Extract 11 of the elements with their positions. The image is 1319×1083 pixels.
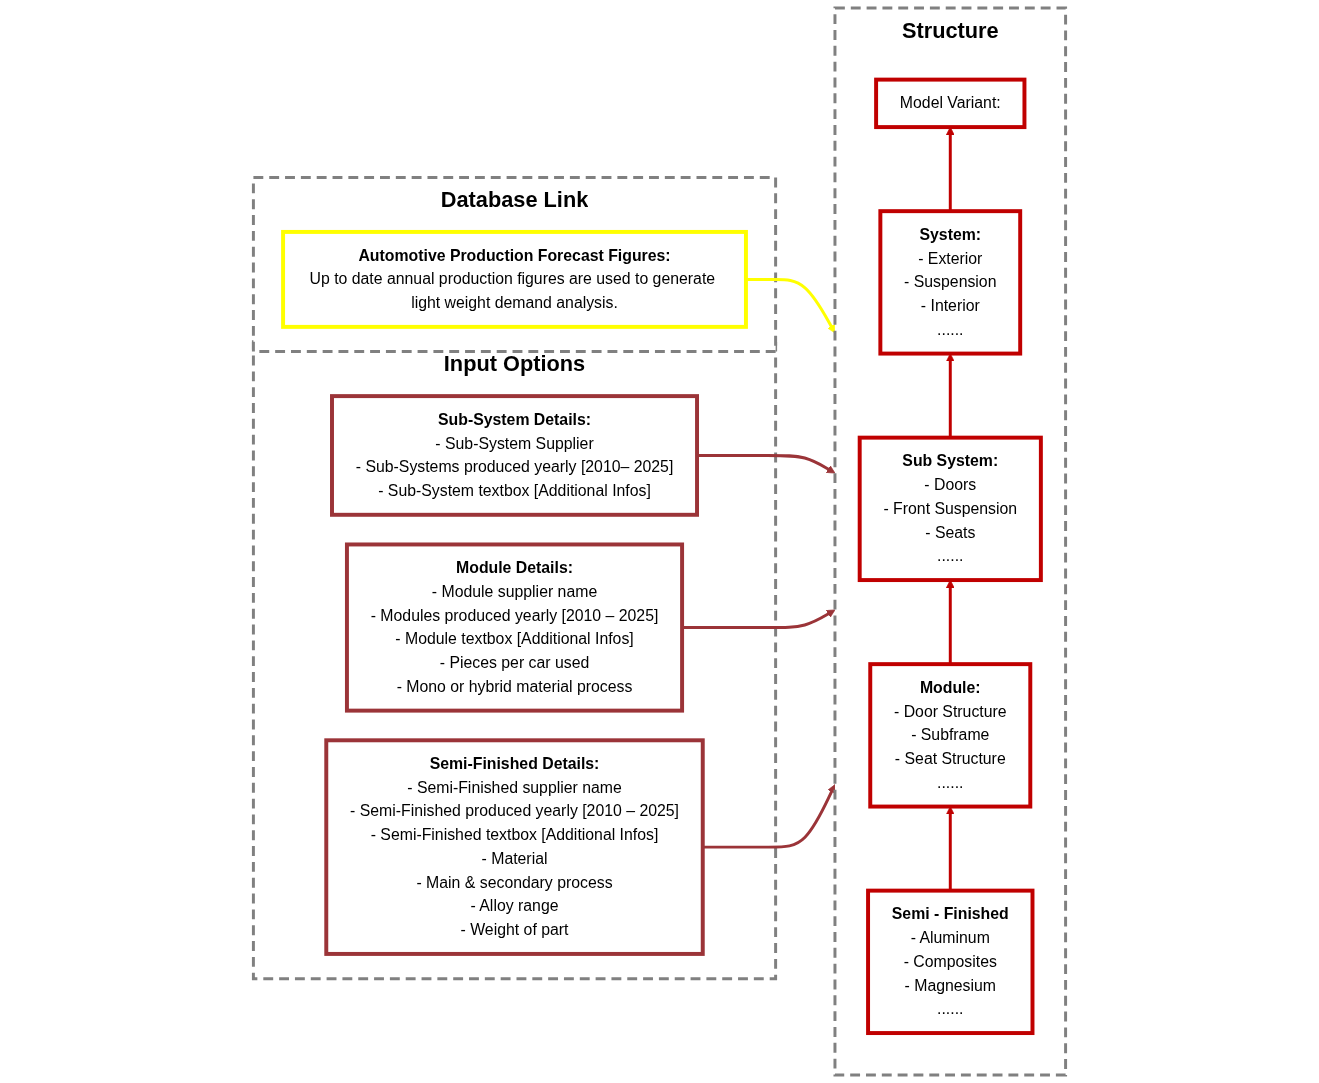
arrow [945,353,955,438]
node-box: Automotive Production Forecast Figures: Up to date annual production figures are used to generate light weight demand analysis. [281,229,748,329]
node-box: Sub System: - Doors - Front Suspension - Seats ...... [857,435,1043,583]
node-box: Semi - Finished - Aluminum - Composites - Magnesium ...... [866,888,1035,1036]
node-box: Model Variant: [874,77,1027,130]
node-box: Module: - Door Structure - Subframe - Seat Structure ...... [868,662,1033,809]
node-box: System: - Exterior - Suspension - Interior ...... [878,209,1023,356]
arrow [945,806,955,891]
node-box: Semi-Finished Details: - Semi-Finished supplier name - Semi-Finished produced yearly [2010 – 2025] - Semi-Finished textbox [Additional Infos] - Material - Main & secondary process - Alloy range - Weight of part [324,738,705,956]
node-box: Module Details: - Module supplier name - Modules produced yearly [2010 – 2025] - Module textbox [Additional Infos] - Pieces per car used - Mono or hybrid material process [344,542,685,713]
node-box: Sub-System Details: - Sub-System Supplier - Sub-Systems produced yearly [2010– 2025] - Sub-System textbox [Additional Infos] [330,394,699,517]
